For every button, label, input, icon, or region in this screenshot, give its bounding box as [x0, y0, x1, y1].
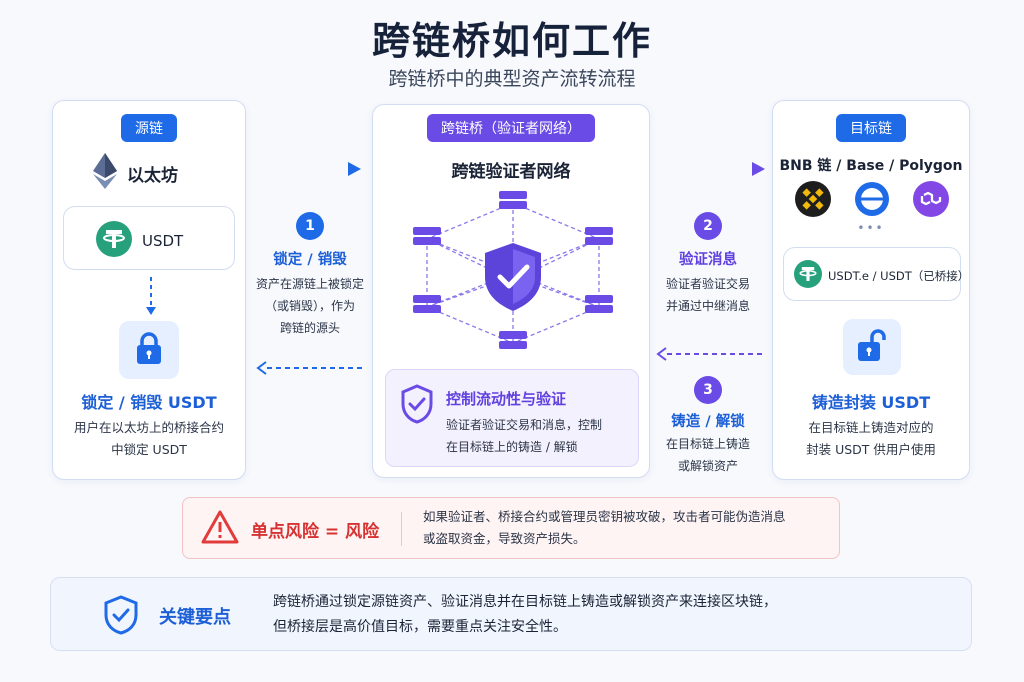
step2-desc: 验证者验证交易 并通过中继消息: [665, 277, 750, 313]
ethereum-icon: [93, 153, 117, 193]
source-chain-name: 以太坊: [127, 165, 178, 186]
step2-title: 验证消息: [679, 252, 737, 268]
risk-divider: [401, 512, 402, 546]
bnb-icon: [795, 181, 831, 221]
target-action-title: 铸造封装 USDT: [811, 393, 931, 412]
bridge-control-desc: 验证者验证交易和消息，控制 在目标链上的铸造 / 解锁: [446, 418, 603, 454]
step3-block: 3 铸造 / 解锁 在目标链上铸造 或解锁资产: [652, 376, 764, 477]
validator-network-diagram: [413, 191, 613, 349]
key-point-banner: 关键要点 跨链桥通过锁定源链资产、验证消息并在目标链上铸造或解锁资产来连接区块链…: [50, 577, 972, 651]
shield-check-icon: [485, 243, 541, 311]
step2-block: 2 验证消息 验证者验证交易 并通过中继消息: [652, 212, 764, 317]
step1-block: 1 锁定 / 销毁 资产在源链上被锁定 （或销毁），作为 跨链的源头: [250, 212, 370, 339]
source-action-title: 锁定 / 销毁 USDT: [81, 393, 217, 412]
server-icon: [413, 191, 613, 349]
step3-number: 3: [694, 376, 722, 404]
step1-number: 1: [296, 212, 324, 240]
source-token-card: USDT: [63, 206, 235, 270]
target-token-card: USDT.e / USDT（已桥接）: [783, 247, 969, 301]
target-more-dots: •••: [857, 221, 885, 235]
source-token-label: USDT: [142, 232, 184, 250]
source-chain-row: 以太坊: [93, 153, 178, 193]
risk-title: 单点风险 = 风险: [251, 522, 380, 542]
step3-title: 铸造 / 解锁: [671, 414, 745, 430]
step1-title: 锁定 / 销毁: [273, 252, 347, 268]
key-point-title: 关键要点: [159, 607, 231, 628]
arrow-bridge-to-source: [256, 361, 363, 375]
target-chain-panel: 目标链 BNB 链 / Base / Polygon: [772, 100, 970, 480]
target-token-label: USDT.e / USDT（已桥接）: [828, 269, 970, 283]
usdt-icon: [96, 221, 132, 261]
target-chains-label: BNB 链 / Base / Polygon: [779, 158, 963, 174]
arrow-bridge-to-target: [652, 162, 765, 176]
shield-check-icon: [103, 595, 139, 639]
target-action-desc: 在目标链上铸造对应的 封装 USDT 供用户使用: [806, 420, 936, 457]
arrow-source-to-bridge: [248, 162, 361, 176]
bridge-panel: 跨链桥（验证者网络） 跨链验证者网络: [372, 104, 650, 478]
source-action-desc: 用户在以太坊上的桥接合约 中锁定 USDT: [73, 420, 224, 457]
step3-desc: 在目标链上铸造 或解锁资产: [665, 437, 750, 473]
risk-desc: 如果验证者、桥接合约或管理员密钥被攻破，攻击者可能伪造消息 或盗取资金，导致资产…: [423, 509, 786, 546]
unlock-icon: [856, 328, 888, 366]
target-chain-icons: [795, 181, 949, 221]
base-icon: [854, 181, 890, 221]
key-point-desc: 跨链桥通过锁定源链资产、验证消息并在目标链上铸造或解锁资产来连接区块链， 但桥接…: [273, 594, 777, 635]
lock-icon: [135, 331, 163, 369]
bridge-control-title: 控制流动性与验证: [446, 390, 567, 408]
arrow-target-to-bridge: [656, 347, 763, 361]
unlock-icon-box: [843, 319, 901, 375]
lock-icon-box: [119, 321, 179, 379]
source-chain-panel: 源链 以太坊 USDT: [52, 100, 246, 480]
usdt-icon: [794, 260, 822, 292]
source-down-arrow: [146, 277, 156, 315]
step1-desc: 资产在源链上被锁定 （或销毁），作为 跨链的源头: [255, 277, 364, 335]
bridge-control-card: 控制流动性与验证 验证者验证交易和消息，控制 在目标链上的铸造 / 解锁: [385, 369, 639, 467]
page-subtitle: 跨链桥中的典型资产流转流程: [388, 68, 636, 90]
risk-banner: 单点风险 = 风险 如果验证者、桥接合约或管理员密钥被攻破，攻击者可能伪造消息 …: [182, 497, 840, 559]
source-chain-pill: 源链: [121, 114, 177, 142]
step2-number: 2: [694, 212, 722, 240]
bridge-pill: 跨链桥（验证者网络）: [427, 114, 595, 142]
page-title: 跨链桥如何工作: [371, 19, 652, 63]
warning-icon: [201, 510, 239, 548]
bridge-title: 跨链验证者网络: [451, 162, 571, 182]
target-chain-pill: 目标链: [836, 114, 906, 142]
polygon-icon: [913, 181, 949, 221]
shield-icon: [400, 384, 434, 428]
